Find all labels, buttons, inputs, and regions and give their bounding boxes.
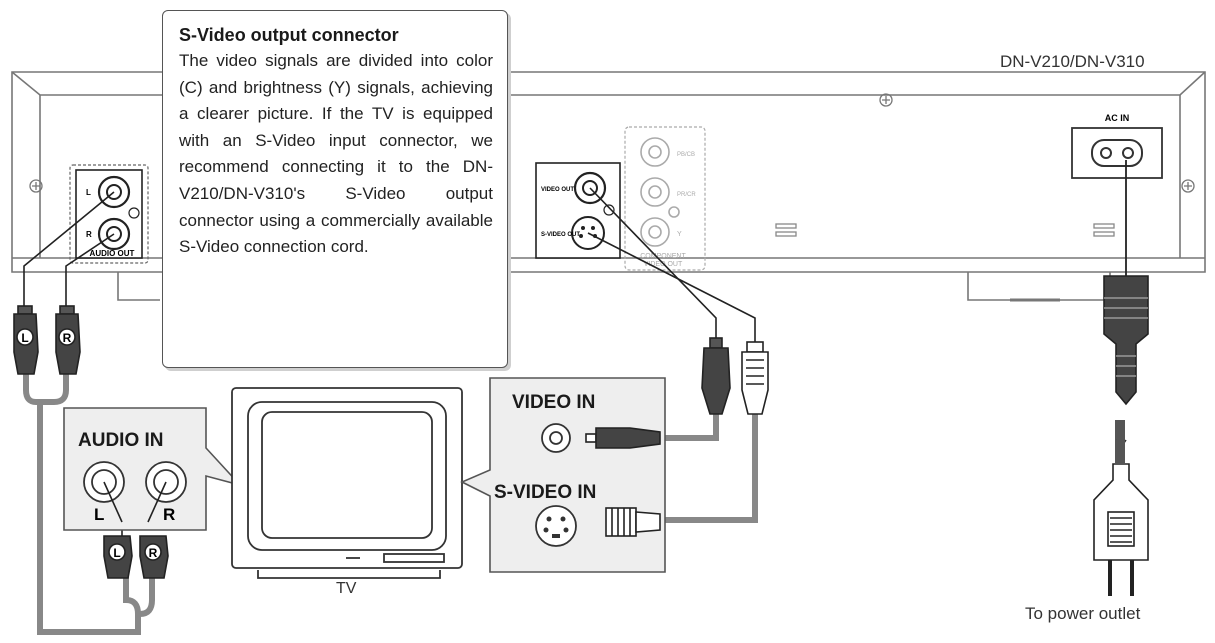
- power-outlet-label: To power outlet: [1025, 604, 1141, 623]
- svideo-callout: S-Video output connector The video signa…: [162, 10, 508, 368]
- audio-in-label: AUDIO IN: [78, 430, 164, 451]
- plug-right-label: R: [63, 331, 72, 345]
- svideo-cable: [587, 232, 758, 523]
- audio-plugs-left: [13, 305, 81, 375]
- component-pr-label: PR/CR: [677, 192, 696, 198]
- audio-plugs-tv: [103, 523, 169, 579]
- svideo-out-label: S-VIDEO OUT: [541, 232, 580, 238]
- video-in-plug: [585, 427, 661, 449]
- callout-body: The video signals are divided into color…: [179, 51, 493, 257]
- video-out-label: VIDEO OUT: [541, 187, 574, 193]
- component-pb-label: PB/CB: [677, 152, 695, 158]
- screw-icon: [29, 93, 1195, 193]
- component-video-out: [624, 126, 706, 271]
- audio-in-left-label: L: [94, 505, 104, 524]
- vent-icon: [775, 223, 1115, 237]
- tv-plug-right-label: R: [149, 546, 158, 560]
- component-y-label: Y: [677, 231, 682, 238]
- audio-out-label: AUDIO OUT: [90, 249, 135, 258]
- callout-title: S-Video output connector: [179, 25, 399, 45]
- audio-in-panel: [63, 407, 243, 531]
- video-plug: [701, 337, 731, 415]
- video-out-jacks: [535, 162, 621, 259]
- ac-inlet: [1071, 127, 1163, 179]
- audio-out-left-label: L: [86, 188, 91, 197]
- svideo-plug: [741, 341, 769, 415]
- audio-in-right-label: R: [163, 505, 175, 524]
- tv-plug-left-label: L: [113, 546, 120, 560]
- video-in-label: VIDEO IN: [512, 392, 596, 413]
- tv-icon: [231, 387, 463, 579]
- audio-out-right-label: R: [86, 230, 92, 239]
- audio-cables: [23, 191, 155, 635]
- component-label-1: COMPONENT: [640, 253, 686, 260]
- ac-in-label: AC IN: [1105, 113, 1130, 123]
- plug-left-label: L: [21, 331, 28, 345]
- video-cable: [589, 187, 719, 441]
- model-label: DN-V210/DN-V310: [1000, 52, 1145, 71]
- svideo-in-plug: [605, 507, 661, 537]
- power-plug-icon: [1093, 275, 1149, 596]
- svideo-in-label: S-VIDEO IN: [494, 482, 597, 503]
- tv-label: TV: [336, 580, 357, 597]
